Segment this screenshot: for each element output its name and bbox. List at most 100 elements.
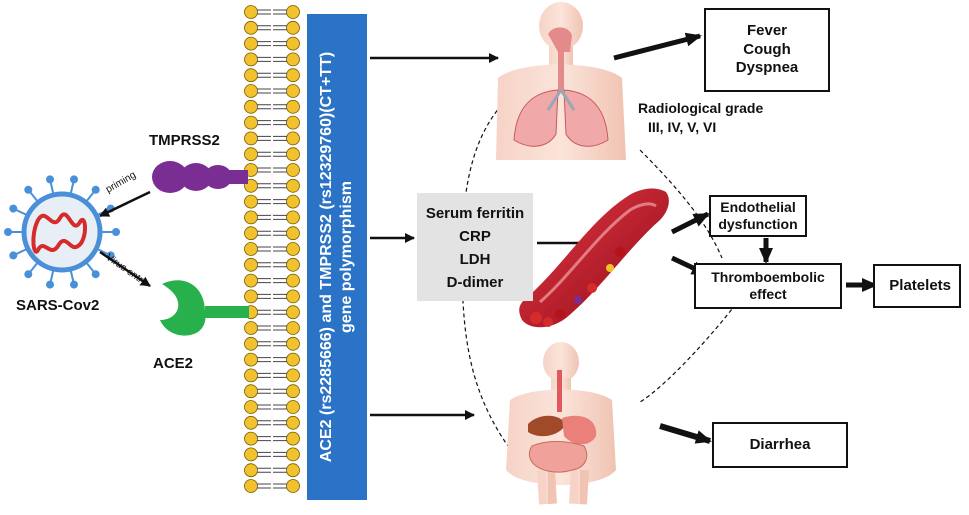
lipid-tail [257, 420, 271, 426]
lipid-tail [257, 135, 271, 141]
lipid-tail [273, 483, 287, 489]
lipid-tail [273, 167, 287, 173]
lipid-tail [273, 436, 287, 442]
lipid-tail [257, 467, 271, 473]
lipid-tail [273, 357, 287, 363]
virus-spike-tip [9, 204, 18, 213]
lipid-tail [257, 72, 271, 78]
virus-icon [4, 175, 120, 289]
lipid-head [244, 415, 258, 430]
diarrhea-box: Diarrhea [712, 422, 848, 468]
lipid-tail [257, 230, 271, 236]
ace2-label: ACE2 [153, 355, 194, 372]
lipid-head [244, 431, 258, 446]
lipid-head [286, 368, 300, 383]
lipid-tail [273, 341, 287, 347]
lipid-tail [257, 167, 271, 173]
lipid-head [244, 20, 258, 35]
lipid-tail [273, 72, 287, 78]
lipid-tail [273, 214, 287, 220]
lipid-tail [257, 483, 271, 489]
virus-spike-tip [4, 228, 12, 236]
virus-spike-tip [46, 280, 54, 289]
lipid-tail [257, 56, 271, 62]
lipid-head [244, 257, 258, 272]
lipid-head [244, 226, 258, 241]
thrombo-line-1: Thromboembolic [711, 268, 825, 285]
lipid-tail [273, 404, 287, 410]
lipid-head [286, 321, 300, 335]
lipid-tail [273, 278, 287, 284]
lipid-head [286, 68, 300, 83]
virus-spike-tip [9, 251, 18, 260]
lipid-tail [273, 104, 287, 110]
endothelial-line-1: Endothelial [720, 198, 796, 215]
lipid-tail [273, 262, 287, 268]
lipid-head [244, 242, 258, 256]
lipid-head [244, 273, 258, 288]
tmprss2-receptor-icon [152, 161, 248, 193]
lipid-tail [273, 293, 287, 299]
lipid-head [244, 147, 258, 162]
serum-markers-box: Serum ferritin CRP LDH D-dimer [417, 193, 533, 301]
gene-polymorphism-label: ACE2 (rs2285666) and TMPRSS2 (rs12329760… [317, 22, 357, 492]
lipid-tail [257, 341, 271, 347]
lipid-tail [257, 88, 271, 94]
arrow-to-symptoms [613, 32, 702, 61]
diarrhea-label: Diarrhea [749, 435, 811, 453]
lipid-head [286, 163, 300, 177]
lipid-head [286, 336, 300, 351]
lipid-tail [273, 9, 287, 15]
lipid-tail [273, 151, 287, 157]
arrow-to-diarrhea [659, 423, 712, 444]
priming-arrow [99, 190, 151, 218]
lipid-tail [257, 25, 271, 31]
lipid-head [244, 194, 258, 209]
endothelial-dysfunction-box: Endothelial dysfunction [709, 195, 807, 237]
lipid-tail [273, 372, 287, 378]
ace2-receptor-icon [160, 280, 249, 336]
digestive-system-icon [506, 342, 616, 505]
lipid-head [244, 321, 258, 335]
banner-line-2: gene polymorphism [338, 180, 355, 334]
lipid-tail [257, 104, 271, 110]
lipid-tail [257, 278, 271, 284]
lipid-tail [257, 325, 271, 331]
lipid-head [244, 384, 258, 399]
lipid-head [286, 463, 300, 478]
lipid-tail [273, 420, 287, 426]
lipid-head [244, 68, 258, 83]
lipid-tail [273, 388, 287, 394]
lipid-bilayer-icon [244, 5, 300, 493]
lipid-tail [257, 388, 271, 394]
lipid-head [286, 352, 300, 367]
radiological-grade-title: Radiological grade [638, 100, 764, 116]
lipid-head [286, 400, 300, 414]
lipid-tail [257, 199, 271, 205]
lipid-tail [257, 451, 271, 457]
lipid-tail [273, 25, 287, 31]
lipid-head [244, 36, 258, 51]
symptom-cough: Cough [743, 40, 791, 58]
lipid-tail [273, 230, 287, 236]
lipid-tail [273, 183, 287, 189]
symptom-fever: Fever [746, 21, 788, 39]
lipid-head [286, 36, 300, 51]
virus-spike-tip [91, 270, 100, 279]
lipid-tail [257, 9, 271, 15]
lipid-head [286, 431, 300, 446]
lipid-head [286, 194, 300, 209]
lipid-tail [257, 436, 271, 442]
lipid-head [244, 52, 258, 67]
lipid-tail [273, 199, 287, 205]
radiological-grade-values: III, IV, V, VI [648, 119, 717, 135]
gene-polymorphism-banner [307, 14, 367, 500]
lipid-tail [257, 183, 271, 189]
lipid-tail [273, 451, 287, 457]
lipid-head [286, 447, 300, 462]
thromboembolic-effect-box: Thromboembolic effect [694, 263, 842, 309]
lipid-tail [257, 372, 271, 378]
virus-spike-tip [70, 280, 78, 289]
lipid-tail [273, 88, 287, 94]
